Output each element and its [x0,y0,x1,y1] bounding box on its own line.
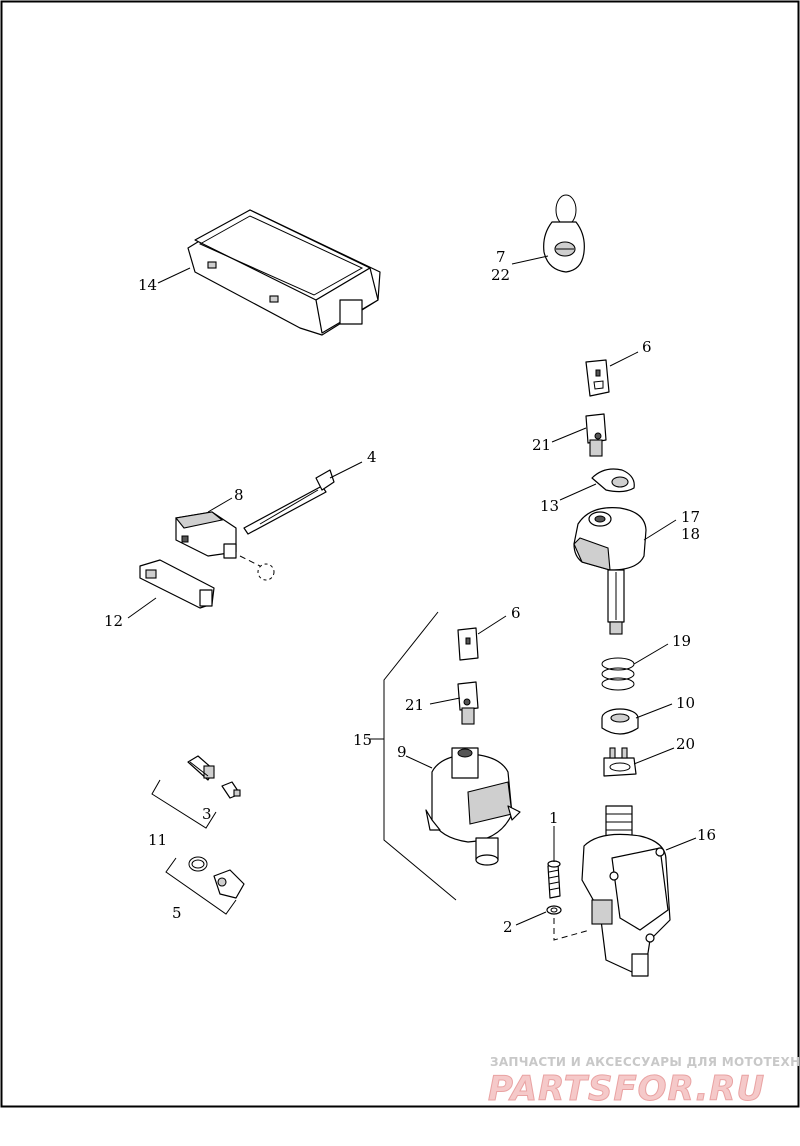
part-6-key-blank-top [585,359,610,397]
callout-6-top: 6 [642,338,652,356]
diagram-border [0,0,800,1108]
callout-2: 2 [503,918,513,936]
callout-1: 1 [549,809,559,827]
part-19-spring [601,657,635,691]
callout-3: 3 [202,805,212,823]
leader-lines [127,255,697,926]
callout-20: 20 [676,735,695,753]
bracket-5 [165,857,237,915]
callout-9: 9 [397,743,407,761]
callout-14: 14 [138,276,157,294]
part-6-key-blank-lower [457,627,479,661]
part-11-sensor [187,755,215,781]
part-12-clip [139,559,215,609]
part-8-connector [174,511,275,581]
part-17-switch-housing [573,506,647,635]
part-1-screw [547,860,561,899]
part-10-nut [601,708,639,735]
part-7-key-fob [543,194,585,273]
part-14-module [187,209,381,336]
callout-21-top: 21 [532,436,551,454]
part-16-switch-body [581,805,671,977]
part-21-key-top [585,413,607,457]
callout-11: 11 [148,831,167,849]
callout-4: 4 [367,448,377,466]
callout-18: 18 [681,525,700,543]
callout-7: 7 [496,248,506,266]
part-21-key-lower [457,681,479,725]
bracket-15 [383,611,457,901]
part-4-cable-tie [243,469,335,535]
watermark-brand: PARTSFOR.RU [488,1069,765,1109]
callout-22: 22 [491,266,510,284]
callout-6-lower: 6 [511,604,521,622]
callout-19: 19 [672,632,691,650]
callout-17: 17 [681,508,700,526]
part-13-bezel [591,468,635,493]
callout-12: 12 [104,612,123,630]
part-2-washer [546,905,562,915]
callout-10: 10 [676,694,695,712]
part-3-terminal [221,781,241,799]
callout-8: 8 [234,486,244,504]
callout-13: 13 [540,497,559,515]
callout-16: 16 [697,826,716,844]
watermark-tagline: ЗАПЧАСТИ И АКСЕССУАРЫ ДЛЯ МОТОТЕХНИКИ [490,1055,800,1069]
part-20-lock-ring [603,747,637,777]
callout-15: 15 [353,731,372,749]
part-9-ignition-switch [425,747,521,866]
bracket-11 [151,779,217,829]
part-5-sender [188,856,245,899]
callout-5: 5 [172,904,182,922]
callout-21-lower: 21 [405,696,424,714]
